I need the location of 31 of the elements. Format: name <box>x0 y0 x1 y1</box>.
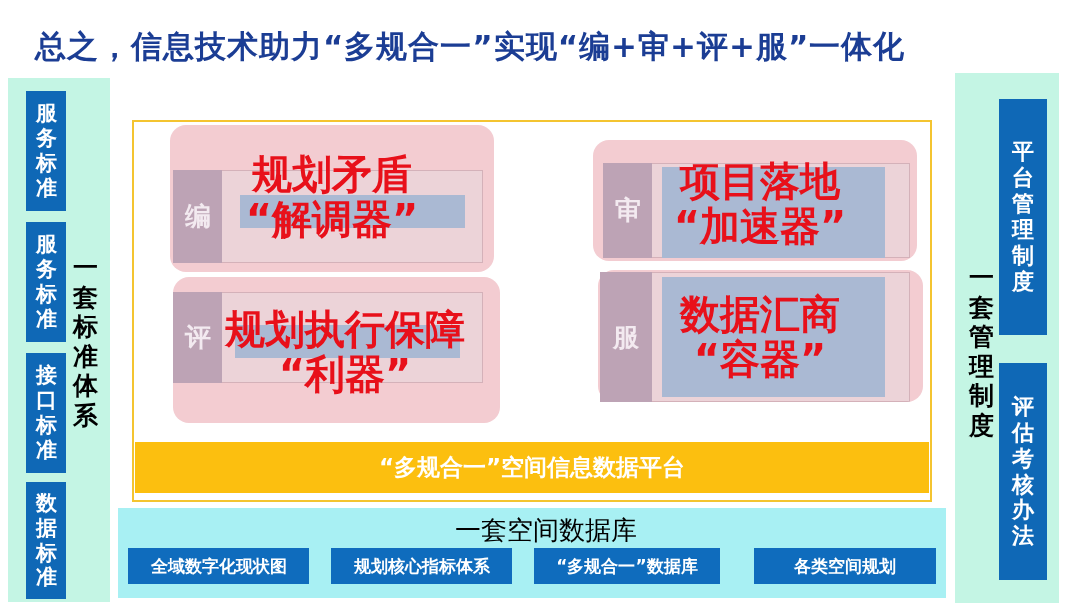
panel-heading: 一套空间数据库 <box>455 516 637 546</box>
category-box: 数据标准 <box>26 482 66 599</box>
category-box: 全域数字化现状图 <box>128 548 309 584</box>
platform-frame <box>132 120 932 502</box>
side-tab: 编 <box>173 170 222 263</box>
panel-heading: 一套标准体系 <box>71 252 99 430</box>
database-panel <box>118 508 946 598</box>
category-box: 服务标准 <box>26 222 66 342</box>
panel-heading: 一套管理制度 <box>967 262 995 440</box>
platform-band: “多规合一”空间信息数据平台 <box>135 442 929 493</box>
category-box: 各类空间规划 <box>754 548 936 584</box>
highlight-card <box>170 125 494 272</box>
highlight-card <box>598 270 923 402</box>
highlight-card <box>593 140 917 261</box>
category-box: 评估考核办法 <box>999 363 1047 580</box>
category-box: “多规合一”数据库 <box>534 548 720 584</box>
overlay-heading: 项目落地“加速器” <box>672 159 848 249</box>
overlay-heading: 规划矛盾“解调器” <box>244 152 420 242</box>
category-box: 接口标准 <box>26 353 66 473</box>
page-title: 总之，信息技术助力“多规合一”实现“编+审+评+服”一体化 <box>35 27 906 66</box>
side-tab: 审 <box>603 163 652 258</box>
category-box: 服务标准 <box>26 91 66 211</box>
side-panel <box>8 78 110 602</box>
category-box: 规划核心指标体系 <box>331 548 512 584</box>
highlight-card <box>173 277 500 423</box>
side-panel <box>955 73 1059 603</box>
overlay-heading: 规划执行保障“利器” <box>223 307 466 397</box>
category-box: 平台管理制度 <box>999 99 1047 335</box>
side-tab: 评 <box>173 292 222 383</box>
side-tab: 服 <box>600 272 652 402</box>
overlay-heading: 数据汇商“容器” <box>678 292 841 382</box>
